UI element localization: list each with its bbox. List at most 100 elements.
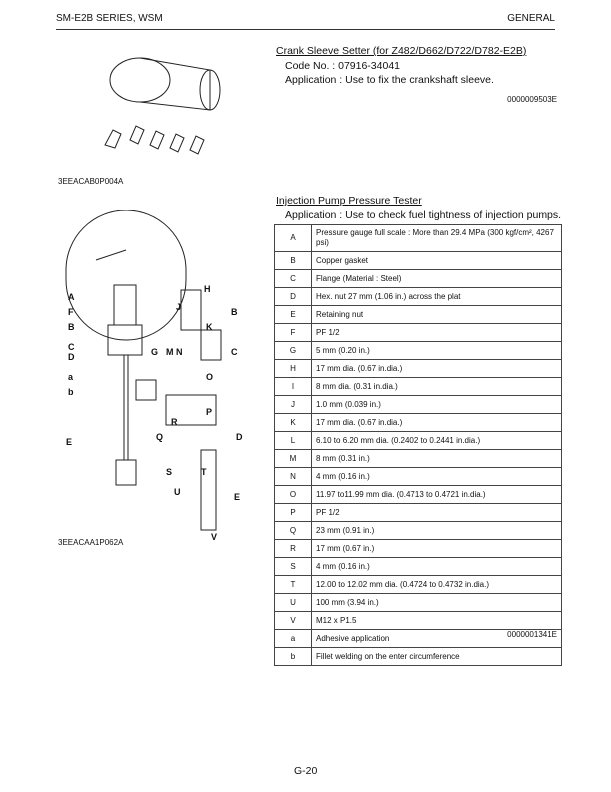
row-description: Retaining nut bbox=[311, 305, 562, 324]
row-key: O bbox=[274, 485, 312, 504]
row-key: F bbox=[274, 323, 312, 342]
header-left: SM-E2B SERIES, WSM bbox=[56, 13, 163, 24]
row-key: M bbox=[274, 449, 312, 468]
crank-sleeve-setter-figure bbox=[104, 57, 221, 155]
row-key: J bbox=[274, 395, 312, 414]
svg-text:M N: M N bbox=[166, 347, 183, 357]
row-description: 4 mm (0.16 in.) bbox=[311, 557, 562, 576]
row-description: PF 1/2 bbox=[311, 503, 562, 522]
row-description: 4 mm (0.16 in.) bbox=[311, 467, 562, 486]
row-description: 8 mm dia. (0.31 in.dia.) bbox=[311, 377, 562, 396]
section2-application: Application : Use to check fuel tightnes… bbox=[285, 209, 562, 221]
svg-text:U: U bbox=[174, 487, 181, 497]
svg-text:Q: Q bbox=[156, 432, 163, 442]
row-description: M12 x P1.5 bbox=[311, 611, 562, 630]
svg-text:b: b bbox=[68, 387, 74, 397]
row-key: V bbox=[274, 611, 312, 630]
row-description: 100 mm (3.94 in.) bbox=[311, 593, 562, 612]
svg-text:V: V bbox=[211, 532, 217, 540]
svg-text:C: C bbox=[68, 342, 75, 352]
row-description: Pressure gauge full scale : More than 29… bbox=[311, 224, 562, 252]
svg-text:E: E bbox=[234, 492, 240, 502]
row-key: C bbox=[274, 269, 312, 288]
row-description: 6.10 to 6.20 mm dia. (0.2402 to 0.2441 i… bbox=[311, 431, 562, 450]
row-description: 1.0 mm (0.039 in.) bbox=[311, 395, 562, 414]
row-key: L bbox=[274, 431, 312, 450]
row-key: A bbox=[274, 224, 312, 252]
row-key: I bbox=[274, 377, 312, 396]
row-key: T bbox=[274, 575, 312, 594]
row-key: N bbox=[274, 467, 312, 486]
row-description: Hex. nut 27 mm (1.06 in.) across the pla… bbox=[311, 287, 562, 306]
figure-code-1: 3EEACAB0P004A bbox=[58, 177, 124, 186]
row-key: a bbox=[274, 629, 312, 648]
svg-text:R: R bbox=[171, 417, 178, 427]
row-description: 5 mm (0.20 in.) bbox=[311, 341, 562, 360]
row-description: 12.00 to 12.02 mm dia. (0.4724 to 0.4732… bbox=[311, 575, 562, 594]
svg-text:D: D bbox=[68, 352, 75, 362]
row-description: 17 mm dia. (0.67 in.dia.) bbox=[311, 413, 562, 432]
page-number: G-20 bbox=[294, 765, 318, 777]
row-key: D bbox=[274, 287, 312, 306]
svg-text:G: G bbox=[151, 347, 158, 357]
row-description: 23 mm (0.91 in.) bbox=[311, 521, 562, 540]
section1-application: Application : Use to fix the crankshaft … bbox=[285, 74, 494, 86]
row-key: E bbox=[274, 305, 312, 324]
section2-title: Injection Pump Pressure Tester bbox=[276, 195, 422, 207]
row-key: P bbox=[274, 503, 312, 522]
svg-text:S: S bbox=[166, 467, 172, 477]
svg-text:O: O bbox=[206, 372, 213, 382]
svg-text:F: F bbox=[68, 307, 74, 317]
section1-ref: 0000009503E bbox=[507, 95, 557, 104]
row-description: 8 mm (0.31 in.) bbox=[311, 449, 562, 468]
svg-text:J: J bbox=[176, 302, 181, 312]
row-description: Copper gasket bbox=[311, 251, 562, 270]
svg-text:C: C bbox=[231, 347, 238, 357]
header-right: GENERAL bbox=[507, 13, 555, 24]
row-key: U bbox=[274, 593, 312, 612]
svg-text:K: K bbox=[206, 322, 213, 332]
section1-title: Crank Sleeve Setter (for Z482/D662/D722/… bbox=[276, 45, 527, 57]
svg-text:D: D bbox=[236, 432, 243, 442]
svg-text:B: B bbox=[68, 322, 75, 332]
svg-text:H: H bbox=[204, 284, 211, 294]
row-description: 11.97 to11.99 mm dia. (0.4713 to 0.4721 … bbox=[311, 485, 562, 504]
row-description: PF 1/2 bbox=[311, 323, 562, 342]
row-description: 17 mm dia. (0.67 in.dia.) bbox=[311, 359, 562, 378]
svg-text:B: B bbox=[231, 307, 238, 317]
row-description: 17 mm (0.67 in.) bbox=[311, 539, 562, 558]
header-rule bbox=[56, 29, 555, 30]
row-key: K bbox=[274, 413, 312, 432]
row-key: R bbox=[274, 539, 312, 558]
row-description: Flange (Material : Steel) bbox=[311, 269, 562, 288]
row-key: Q bbox=[274, 521, 312, 540]
row-key: b bbox=[274, 647, 312, 666]
row-description: Fillet welding on the enter circumferenc… bbox=[311, 647, 562, 666]
svg-text:P: P bbox=[206, 407, 212, 417]
row-key: H bbox=[274, 359, 312, 378]
